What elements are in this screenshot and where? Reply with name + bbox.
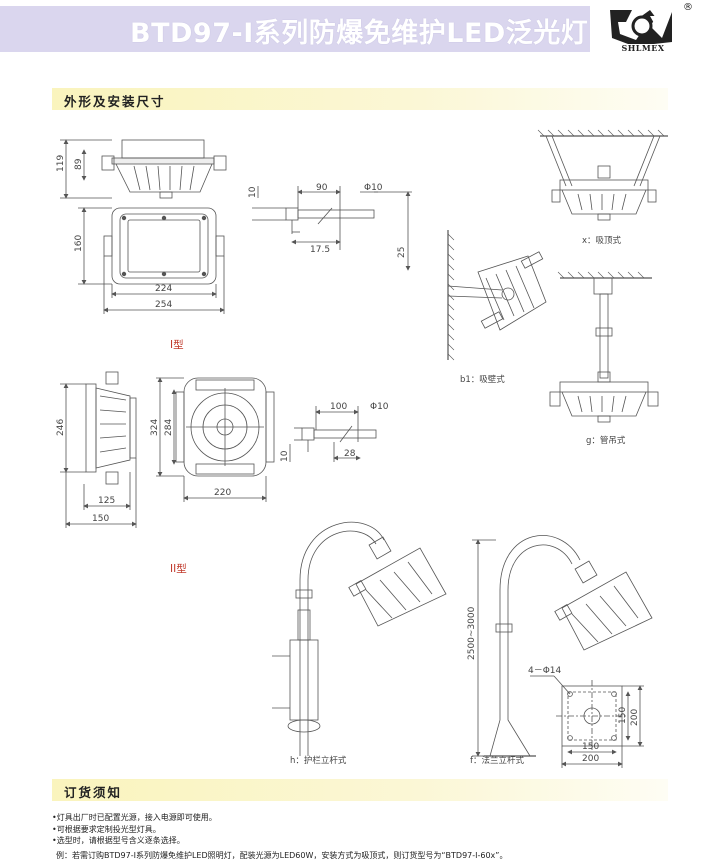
type1-side-view	[101, 139, 227, 199]
section-title-ordering: 订货须知	[64, 785, 123, 800]
note-item: •可根据要求定制投光型灯具。	[52, 824, 161, 834]
wall-mount-drawing	[447, 230, 547, 361]
registered-mark: ®	[683, 2, 693, 13]
dim-160: 160	[74, 235, 84, 252]
caption-rail: h：护栏立杆式	[290, 755, 347, 766]
type1-front-view	[175, 377, 275, 477]
page-title: BTD97-I系列防爆免维护LED泛光灯	[130, 18, 589, 49]
dim-125: 125	[98, 496, 115, 506]
dim-150a: 150	[92, 514, 109, 524]
note-item: •选型时，请根据型号含义逐条选择。	[52, 836, 185, 845]
flange-plate-drawing	[556, 680, 628, 752]
caption-ceiling: x：吸顶式	[582, 235, 622, 246]
dim-254: 254	[155, 300, 172, 310]
dim-100: 100	[330, 402, 347, 412]
dim-25: 25	[397, 247, 407, 258]
brand-logo-icon	[610, 10, 672, 44]
dim-89: 89	[74, 158, 84, 170]
dim-220: 220	[214, 488, 231, 498]
dim-200a: 200	[630, 709, 640, 726]
caption-pipe: g：管吊式	[586, 435, 626, 446]
ordering-example: 例：若需订购BTD97-I系列防爆免维护LED照明灯，配装光源为LED60W，安…	[56, 851, 508, 860]
type1-bracket-detail-2	[301, 425, 377, 452]
type1-bracket-detail	[285, 206, 375, 234]
dim-150b: 150	[618, 707, 628, 724]
dim-324: 324	[150, 419, 160, 436]
dim-17-5: 17.5	[310, 245, 330, 255]
dim-246: 246	[56, 419, 66, 436]
type1-profile-view	[85, 371, 137, 485]
dim-284: 284	[164, 419, 174, 436]
dim-28: 28	[344, 449, 356, 459]
section-bar-dimensions: 外形及安装尺寸	[52, 88, 668, 110]
header-bar	[0, 6, 590, 52]
type1-label: I型	[170, 338, 184, 351]
caption-flange: f：法兰立杆式	[470, 755, 524, 766]
dim-10a: 10	[248, 186, 258, 198]
dim-phi10b: Φ10	[370, 402, 389, 412]
dim-90: 90	[316, 183, 328, 193]
page-header: BTD97-I系列防爆免维护LED泛光灯 SHLMEX ®	[0, 0, 720, 62]
ceiling-mount-drawing	[537, 129, 668, 221]
ordering-notes: •灯具出厂时已配置光源，接入电源即可使用。 •可根据要求定制投光型灯具。 •选型…	[52, 812, 692, 847]
type2-label: II型	[170, 562, 187, 575]
pipe-mount-drawing	[549, 271, 659, 423]
caption-wall: b1：吸壁式	[460, 374, 505, 385]
note-item: •灯具出厂时已配置光源，接入电源即可使用。	[52, 813, 217, 822]
flange-pole-mount-drawing	[484, 535, 653, 757]
section-bar-ordering: 订货须知	[52, 779, 668, 801]
dim-height: 2500~3000	[467, 606, 477, 660]
dim-224: 224	[155, 284, 172, 294]
type1-top-view	[103, 207, 225, 285]
dim-200b: 200	[582, 754, 599, 764]
dim-holes: 4－Φ14	[528, 666, 562, 676]
section-title-dimensions: 外形及安装尺寸	[64, 94, 166, 109]
dim-119: 119	[56, 155, 66, 172]
dim-150c: 150	[582, 742, 599, 752]
rail-pole-mount-drawing	[272, 521, 447, 756]
dim-phi10a: Φ10	[364, 183, 383, 193]
dim-10b: 10	[280, 450, 290, 462]
brand-name: SHLMEX	[621, 43, 665, 53]
